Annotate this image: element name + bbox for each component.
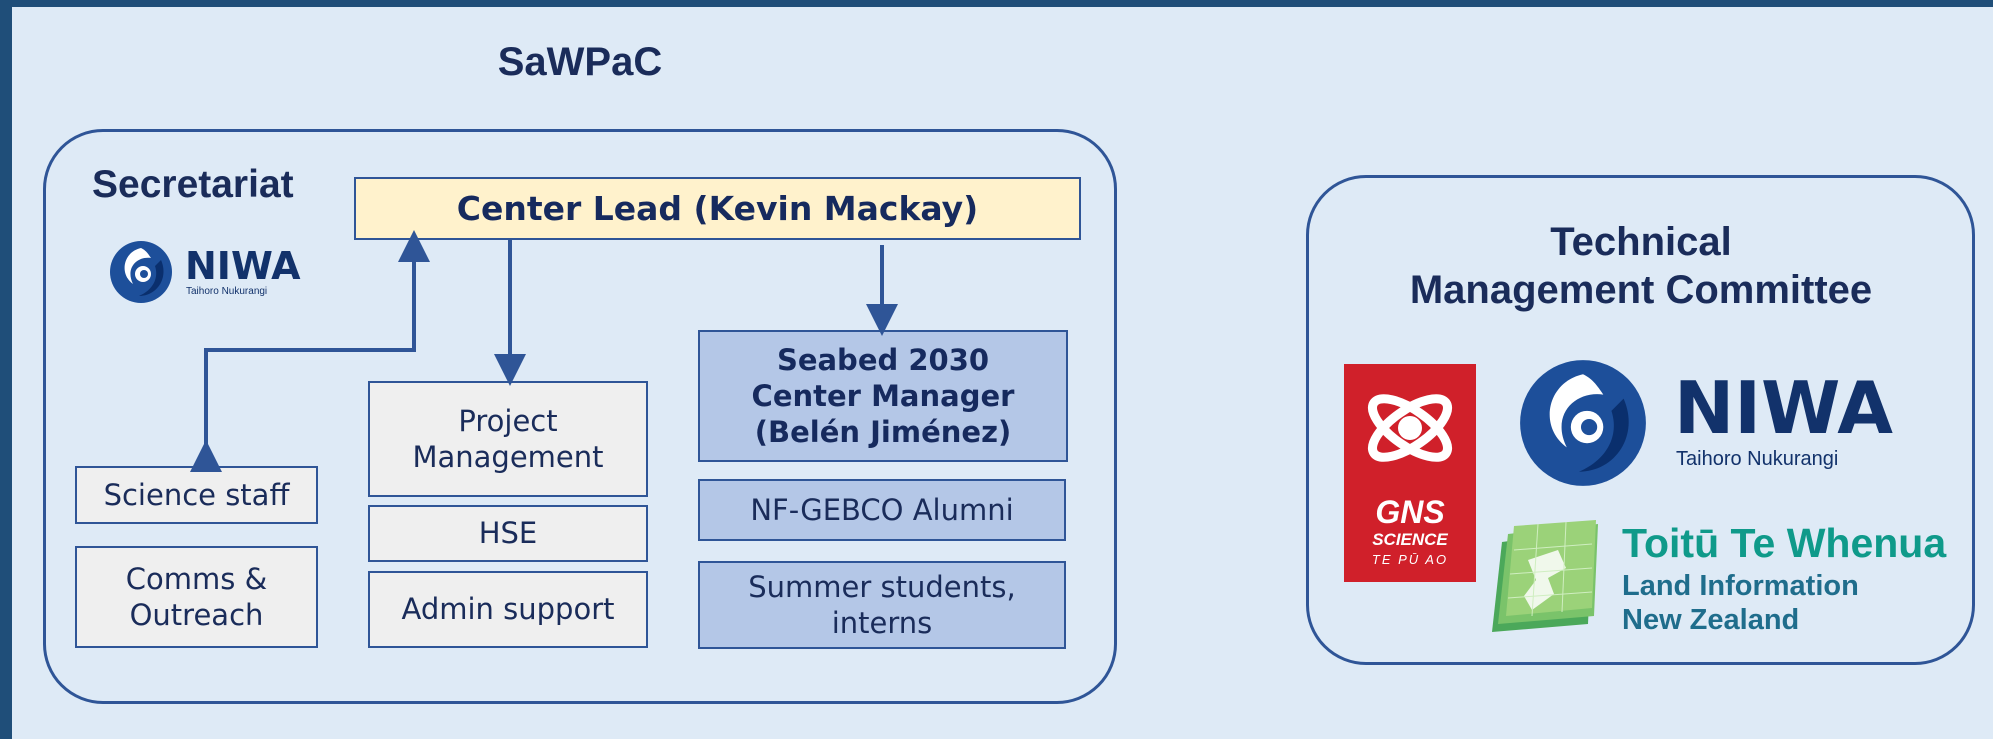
niwa-logo-large-text: NIWA: [1674, 366, 1893, 450]
secretariat-heading: Secretariat: [92, 163, 294, 206]
gns-logo-subtitle-text: TE PŪ AO: [1371, 552, 1449, 567]
comms-outreach-box: Comms & Outreach: [75, 546, 318, 648]
science-staff-box: Science staff: [75, 466, 318, 524]
niwa-logo-large-subtitle: Taihoro Nukurangi: [1676, 448, 1839, 470]
linz-logo: Toitū Te Whenua Land Information New Zea…: [1488, 520, 1968, 640]
niwa-swirl-icon: [110, 241, 172, 303]
linz-map-icon: [1492, 520, 1598, 632]
linz-logo-line2: Land Information: [1622, 570, 1859, 602]
diagram-title: SaWPaC: [497, 40, 663, 84]
niwa-logo-large: NIWA Taihoro Nukurangi: [1514, 354, 1894, 494]
linz-logo-title: Toitū Te Whenua: [1622, 520, 1947, 566]
gns-logo-text: GNS: [1375, 494, 1445, 530]
linz-logo-line3: New Zealand: [1622, 604, 1800, 636]
gns-atom-icon: [1368, 394, 1452, 462]
center-manager-box: Seabed 2030 Center Manager (Belén Jiméne…: [698, 330, 1068, 462]
gns-logo-science-text: SCIENCE: [1372, 530, 1448, 549]
summer-students-box: Summer students, interns: [698, 561, 1066, 649]
hse-box: HSE: [368, 505, 648, 562]
center-lead-box: Center Lead (Kevin Mackay): [354, 177, 1081, 240]
niwa-swirl-icon: [1520, 360, 1646, 486]
gns-science-logo: GNS SCIENCE TE PŪ AO: [1344, 364, 1476, 582]
committee-heading: Technical Management Committee: [1409, 220, 1873, 312]
committee-panel: [1306, 175, 1975, 665]
arrow-science-staff-to-lead: [190, 230, 430, 472]
secretariat-panel: [43, 129, 1117, 704]
admin-support-box: Admin support: [368, 571, 648, 648]
nf-gebco-alumni-box: NF-GEBCO Alumni: [698, 479, 1066, 541]
